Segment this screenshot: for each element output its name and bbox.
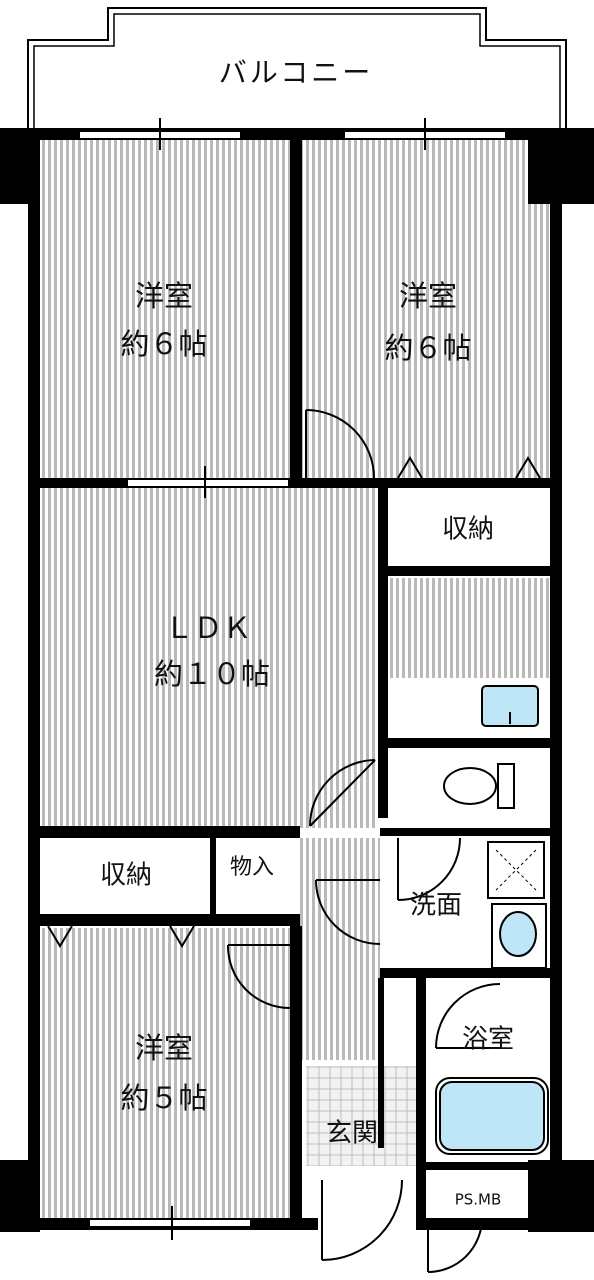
- western-room-2-size: 約６帖: [384, 331, 471, 365]
- windows: [80, 118, 505, 1240]
- entrance-label: 玄関: [326, 1119, 378, 1149]
- western-room-1-name: 洋室: [135, 279, 193, 313]
- fixtures: [435, 685, 549, 1155]
- entrance-floor: [306, 1066, 416, 1166]
- storage-1-label: 収納: [442, 515, 494, 545]
- western-room-1-floor: [40, 140, 290, 478]
- western-room-3-size: 約５帖: [120, 1081, 207, 1115]
- ldk-name: ＬＤＫ: [164, 611, 251, 645]
- toilet-bowl: [443, 767, 497, 805]
- bath-label: 浴室: [462, 1025, 514, 1055]
- kitchen-sink: [481, 685, 539, 727]
- western-room-3-name: 洋室: [135, 1031, 193, 1065]
- toilet-tank: [497, 763, 515, 809]
- balcony-label: バルコニー: [219, 56, 373, 89]
- washroom-label: 洗面: [410, 891, 462, 921]
- balcony: [27, 7, 567, 130]
- bathtub: [439, 1081, 545, 1151]
- western-room-3-floor: [40, 928, 290, 1218]
- closet-label: 物入: [230, 855, 274, 880]
- western-room-1-size: 約６帖: [120, 327, 207, 361]
- kitchen-floor: [388, 578, 550, 678]
- floor-fills: [40, 140, 550, 1218]
- ldk-floor: [40, 488, 378, 828]
- wash-basin: [499, 911, 537, 957]
- door-swings: [226, 409, 501, 1273]
- western-room-2-name: 洋室: [399, 279, 457, 313]
- psmb-label: PS.MB: [455, 1191, 502, 1209]
- hallway-floor: [300, 838, 380, 1060]
- storage-2-label: 収納: [100, 861, 152, 891]
- folding-doors: [47, 456, 541, 948]
- ldk-size: 約１０帖: [154, 657, 270, 691]
